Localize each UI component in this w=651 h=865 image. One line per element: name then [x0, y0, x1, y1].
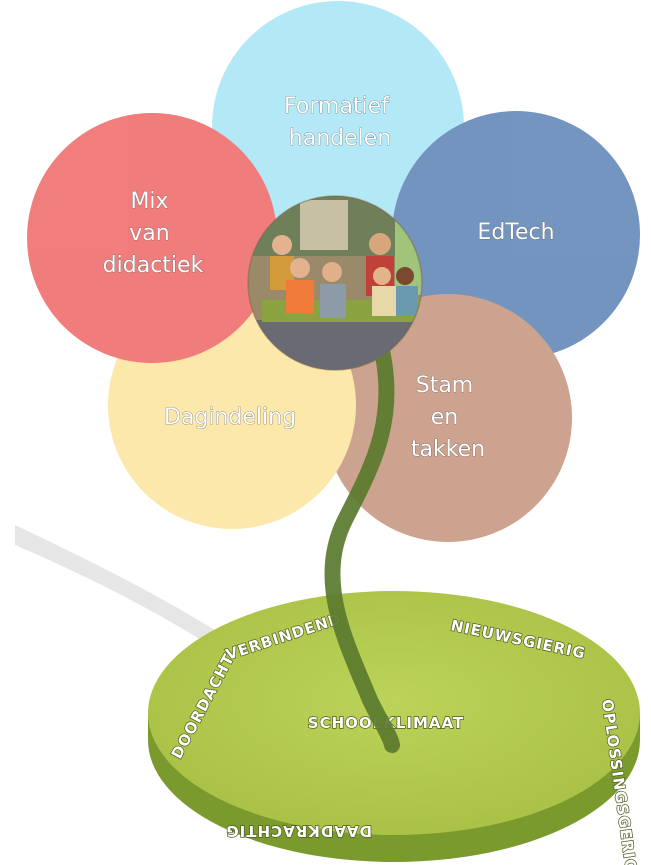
value-daadkrachtig: DAADKRACHTIG — [225, 822, 372, 840]
label-mix-van-didactiek: Mix van didactiek — [103, 189, 204, 278]
base-disk — [148, 591, 640, 862]
label-edtech: EdTech — [477, 220, 554, 245]
label-formatief-handelen: Formatief handelen — [284, 94, 396, 151]
label-dagindeling: Dagindeling — [164, 405, 296, 430]
petal-mix-van-didactiek — [27, 113, 277, 363]
petal-labels: Formatief handelen EdTech Stam en takken… — [102, 94, 554, 463]
flower-stem — [324, 334, 400, 753]
base-disk-top — [148, 591, 640, 835]
label-stam-en-takken: Stam en takken — [411, 373, 485, 462]
